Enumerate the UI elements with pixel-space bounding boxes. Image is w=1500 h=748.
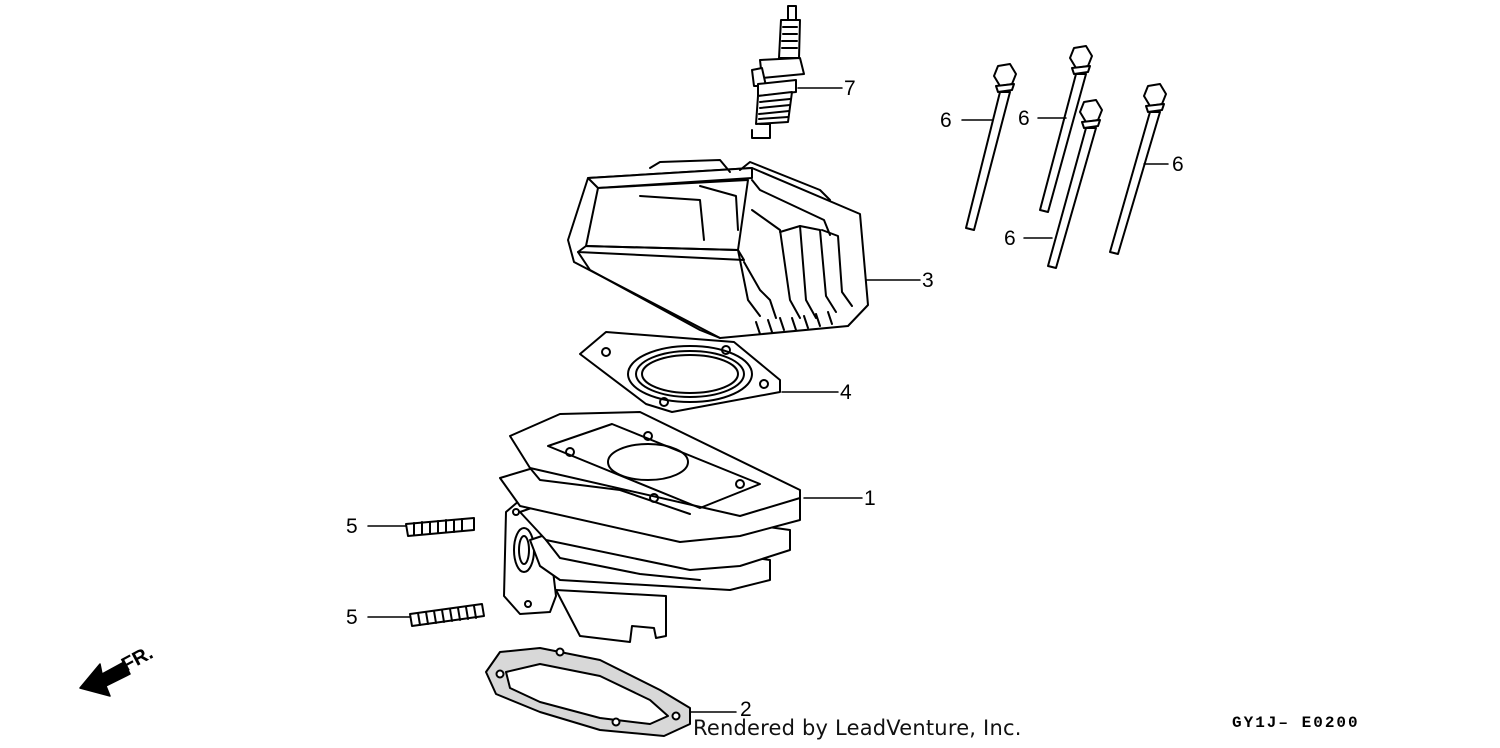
bolt-1[interactable]: [965, 63, 1017, 231]
callout-5-lower: 5: [346, 606, 358, 629]
stud-bolt-upper[interactable]: [405, 517, 475, 537]
head-gasket[interactable]: [579, 331, 781, 413]
bolt-3[interactable]: [1047, 99, 1103, 269]
diagram-code: GY1J– E0200: [1232, 714, 1360, 732]
callout-1: 1: [864, 487, 876, 510]
callout-7: 7: [844, 77, 856, 100]
front-arrow: FR.: [79, 642, 157, 697]
callout-6-a: 6: [940, 109, 952, 132]
front-arrow-icon: [79, 661, 131, 697]
callout-5-upper: 5: [346, 515, 358, 538]
spark-plug[interactable]: [751, 5, 805, 139]
cylinder[interactable]: [499, 411, 801, 643]
base-gasket[interactable]: [485, 647, 691, 737]
bolt-2[interactable]: [1039, 45, 1093, 213]
callout-labels: 7 3 4 1 5 5 2 6 6 6 6: [346, 77, 1184, 721]
callout-6-b: 6: [1018, 107, 1030, 130]
callout-2: 2: [740, 698, 752, 721]
callout-4: 4: [840, 381, 852, 404]
leader-lines: [367, 87, 1169, 713]
bolt-4[interactable]: [1109, 83, 1167, 255]
callout-6-c: 6: [1004, 227, 1016, 250]
cylinder-head[interactable]: [567, 159, 869, 339]
stud-bolt-lower[interactable]: [409, 603, 485, 627]
callout-3: 3: [922, 269, 934, 292]
callout-6-d: 6: [1172, 153, 1184, 176]
credit-text: Rendered by LeadVenture, Inc.: [693, 716, 1022, 740]
